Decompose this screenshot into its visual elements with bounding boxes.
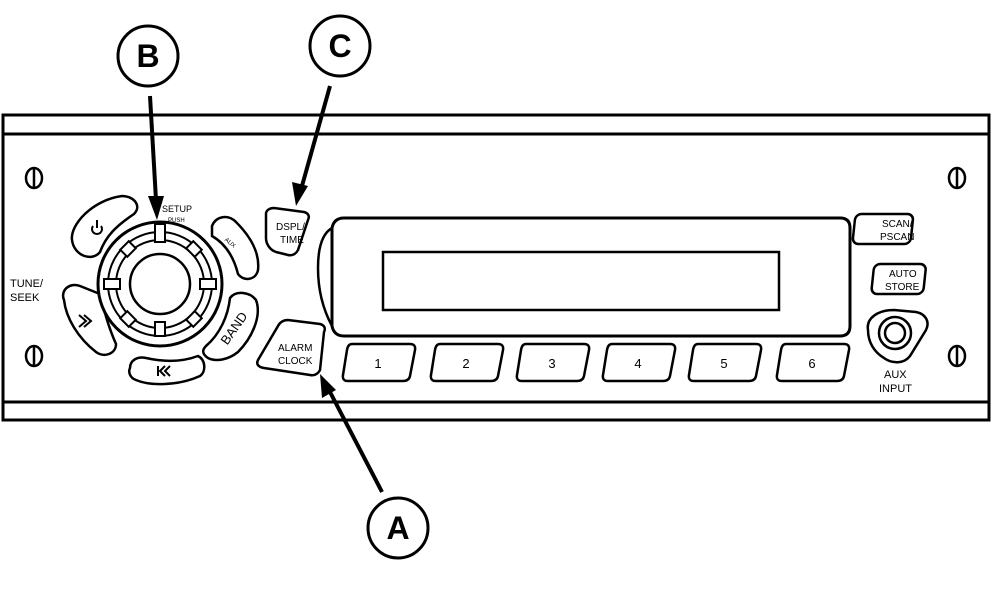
power-button[interactable] — [70, 194, 139, 259]
preset-label-3: 3 — [548, 356, 555, 371]
auto-store-label-line1: AUTO — [889, 269, 917, 280]
preset-buttons: 1 2 3 4 5 6 — [341, 342, 851, 383]
setup-label: SETUP — [162, 204, 192, 214]
auto-store-label-line2: STORE — [885, 282, 920, 293]
alarm-clock-label-line2: CLOCK — [278, 356, 313, 367]
aux-input-label-line2: INPUT — [879, 383, 912, 395]
preset-label-5: 5 — [720, 356, 727, 371]
callout-a-letter: A — [386, 510, 409, 546]
alarm-clock-label-line1: ALARM — [278, 343, 312, 354]
callout-c: C — [292, 14, 372, 206]
scan-pscan-button[interactable]: SCAN/ PSCAN — [851, 212, 914, 246]
preset-button-3[interactable]: 3 — [515, 342, 591, 383]
aux-input-jack[interactable] — [866, 308, 929, 364]
alarm-clock-button[interactable]: ALARM CLOCK — [256, 318, 327, 377]
preset-button-6[interactable]: 6 — [775, 342, 851, 383]
preset-label-6: 6 — [808, 356, 815, 371]
screw-icon — [947, 166, 967, 190]
tune-seek-label-line2: SEEK — [10, 292, 40, 304]
dspl-time-button[interactable]: DSPL/ TIME — [264, 206, 311, 257]
preset-button-5[interactable]: 5 — [687, 342, 763, 383]
screw-icon — [24, 344, 44, 368]
preset-button-2[interactable]: 2 — [429, 342, 505, 383]
aux-input-label-line1: AUX — [884, 369, 907, 381]
aux-button[interactable] — [210, 215, 260, 281]
scan-pscan-label-line2: PSCAN — [880, 232, 914, 243]
dspl-time-label-line1: DSPL/ — [276, 222, 305, 233]
band-button[interactable] — [202, 291, 259, 362]
preset-label-2: 2 — [462, 356, 469, 371]
preset-label-4: 4 — [634, 356, 641, 371]
preset-label-1: 1 — [374, 356, 381, 371]
callout-b-letter: B — [136, 38, 159, 74]
auto-store-button[interactable]: AUTO STORE — [870, 262, 927, 296]
faceplate — [1, 113, 991, 422]
callout-b: B — [116, 24, 180, 220]
previous-track-icon — [157, 365, 171, 377]
tune-seek-label-line1: TUNE/ — [10, 278, 44, 290]
dspl-time-label-line2: TIME — [280, 235, 304, 246]
callout-c-letter: C — [328, 28, 351, 64]
preset-button-1[interactable]: 1 — [341, 342, 417, 383]
mounting-screws — [24, 166, 967, 368]
power-icon — [91, 220, 103, 235]
screw-icon — [24, 166, 44, 190]
lcd-display — [316, 216, 852, 338]
screw-icon — [947, 344, 967, 368]
callout-a: A — [320, 374, 430, 560]
scan-pscan-label-line1: SCAN/ — [882, 219, 913, 230]
push-label: PUSH — [168, 218, 185, 224]
preset-button-4[interactable]: 4 — [601, 342, 677, 383]
next-track-icon — [78, 314, 93, 328]
volume-knob[interactable] — [96, 220, 224, 348]
